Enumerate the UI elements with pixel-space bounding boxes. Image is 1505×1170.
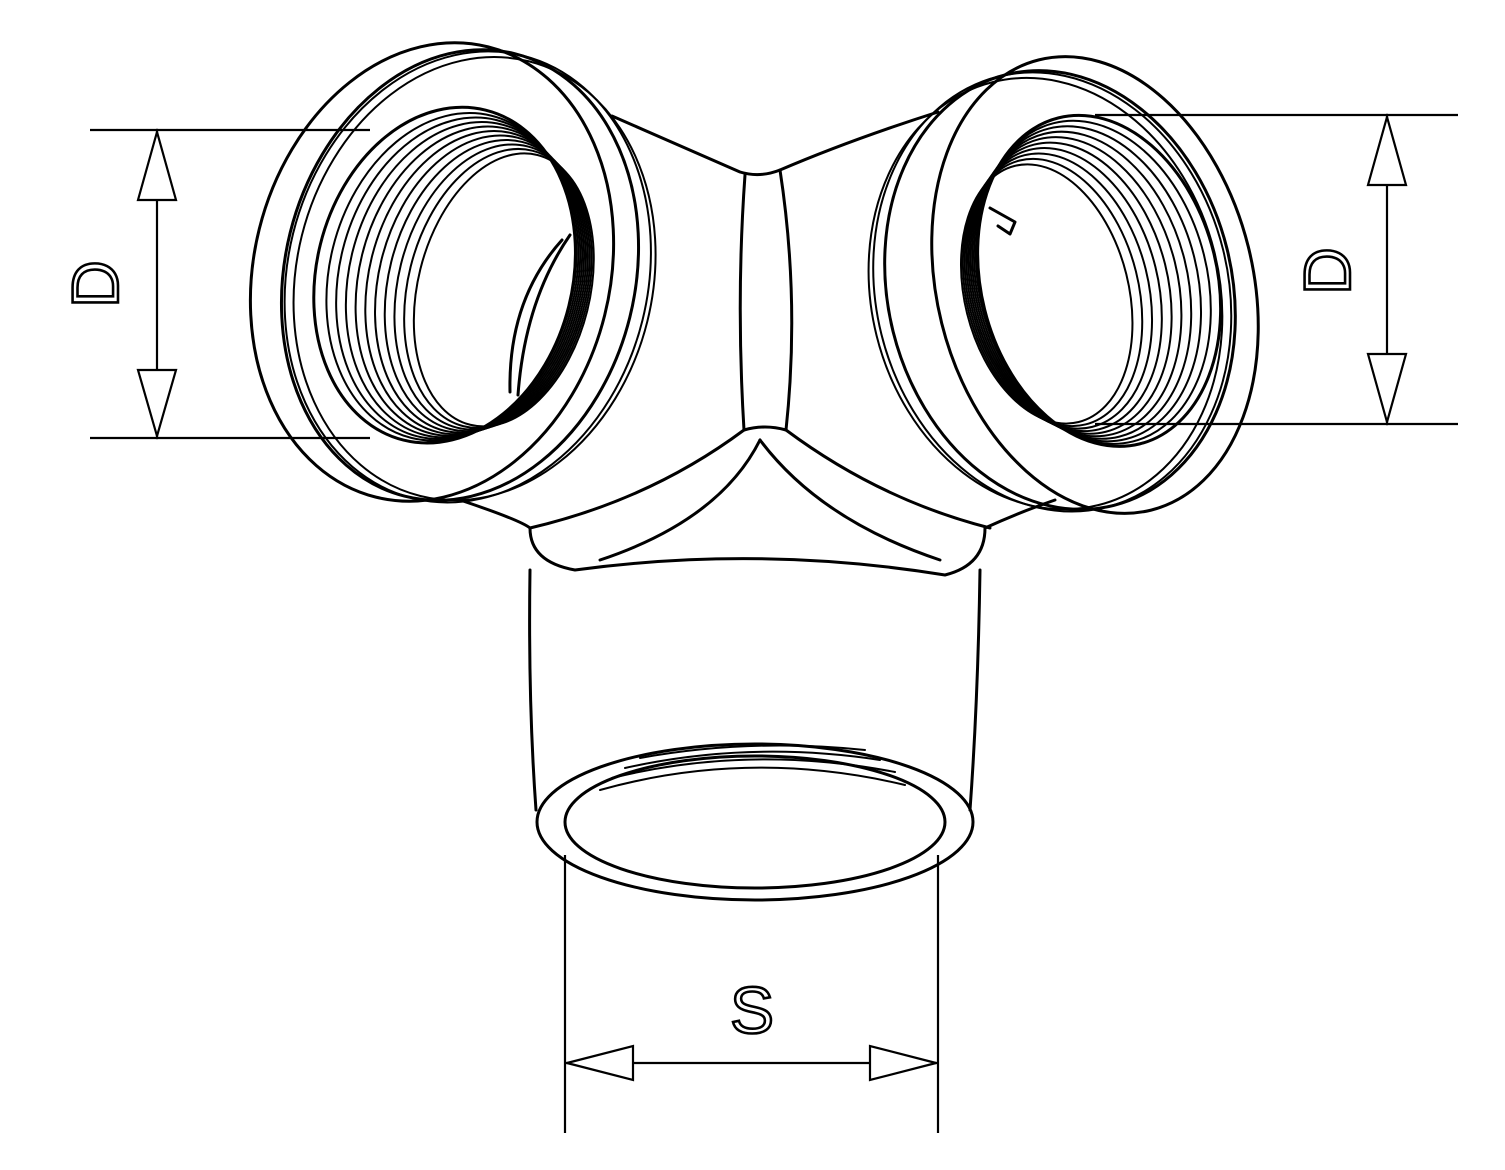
right-port [867,55,1260,515]
fitting-body [458,110,1057,812]
left-port [248,41,657,504]
bottom-port [535,742,975,902]
right-diameter-label: D [1290,247,1364,295]
arrowhead-right [868,1044,937,1082]
left-diameter-label: D [58,260,132,308]
dimension-bottom-S [563,855,940,1133]
arrowhead-up [136,127,178,202]
bottom-width-label: S [730,973,774,1047]
arrowhead-left [566,1044,635,1082]
arrowhead-down [136,368,178,440]
dimension-right-D [1095,112,1458,427]
arrowhead-down [1366,352,1408,427]
arrowhead-up [1366,112,1408,187]
dimension-left-D [90,127,370,440]
